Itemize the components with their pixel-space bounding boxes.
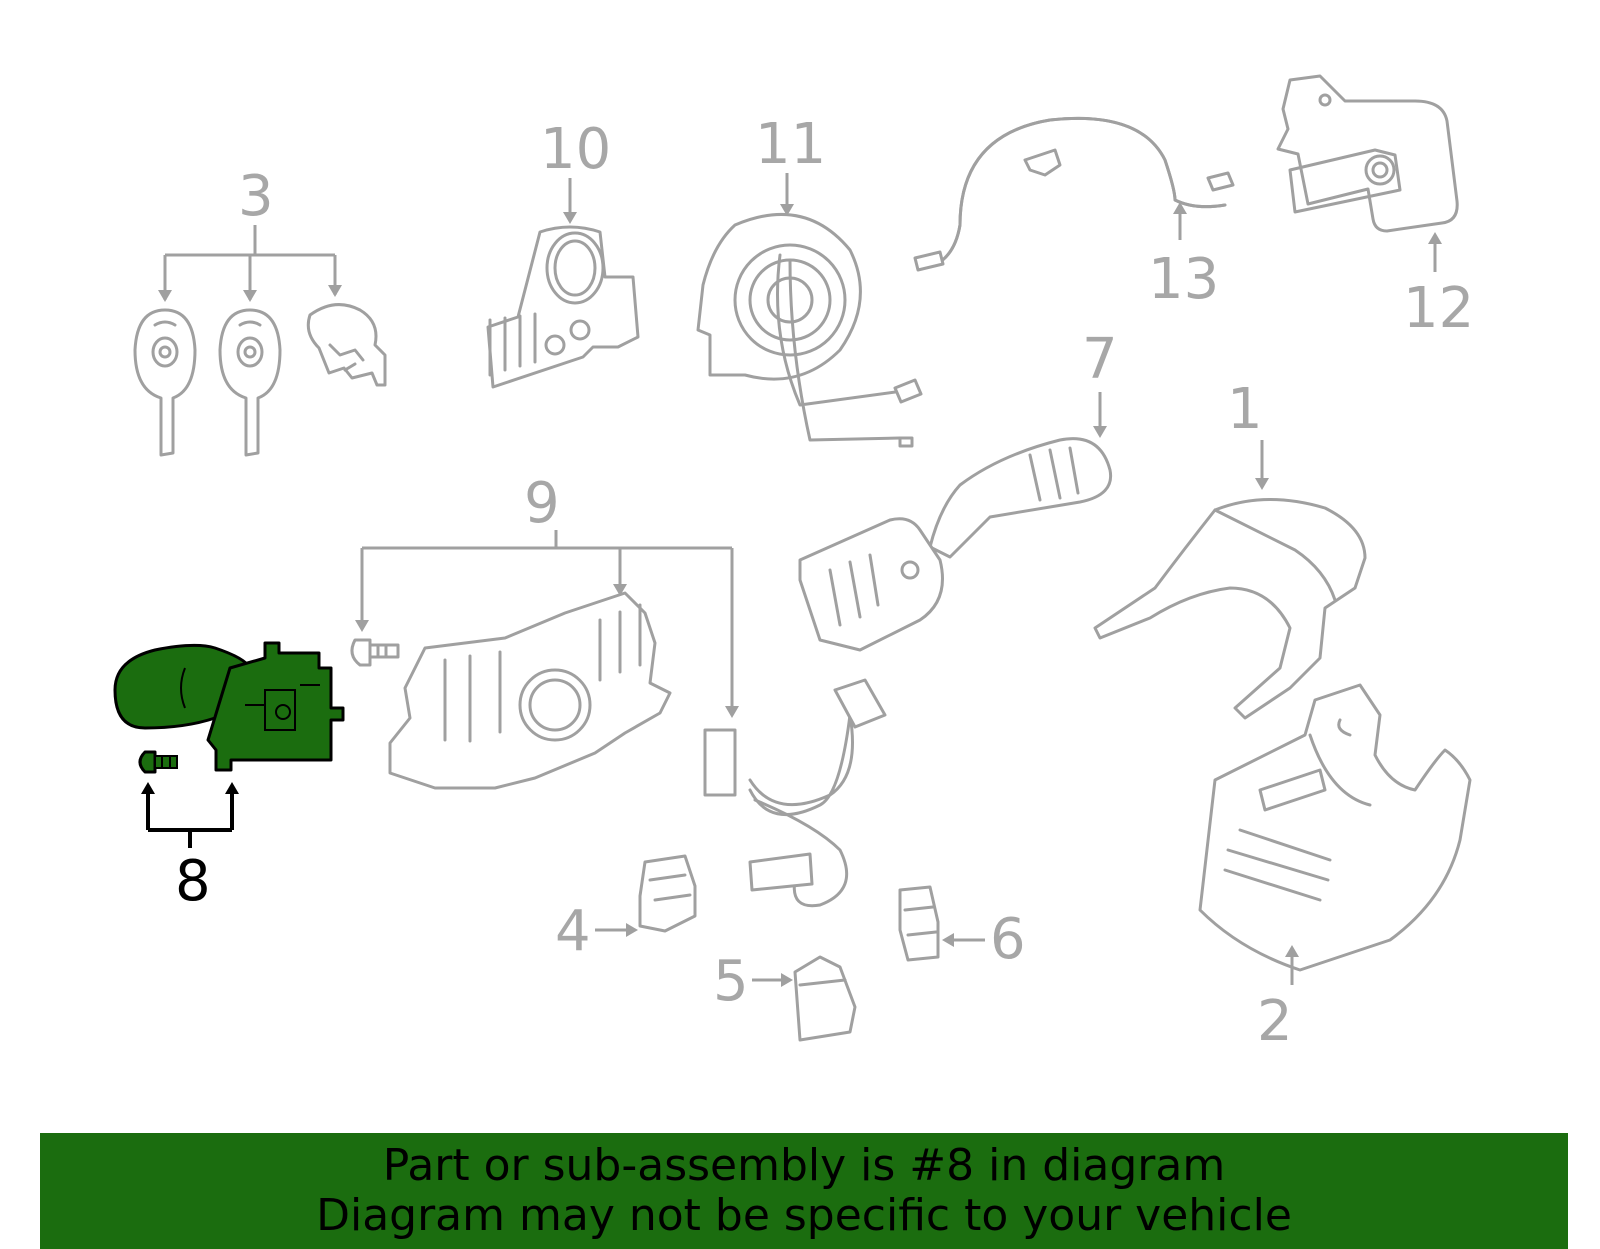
part-12-bracket[interactable]: 12	[1276, 74, 1474, 341]
banner-line-1: Part or sub-assembly is #8 in diagram	[382, 1140, 1226, 1191]
info-banner: Part or sub-assembly is #8 in diagram Di…	[40, 1133, 1568, 1249]
part-4-switch[interactable]: 4	[555, 854, 697, 964]
part-5-switch[interactable]: 5	[713, 949, 857, 1042]
part-10-sensor[interactable]: 10	[486, 117, 640, 389]
callout-12[interactable]: 12	[1403, 276, 1474, 341]
banner-line-2: Diagram may not be specific to your vehi…	[316, 1190, 1292, 1241]
part-1-upper-cover[interactable]: 1	[1093, 377, 1367, 720]
callout-3[interactable]: 3	[238, 164, 274, 229]
callout-7[interactable]: 7	[1082, 327, 1118, 392]
callout-5[interactable]: 5	[713, 949, 749, 1014]
part-8-turn-signal-switch[interactable]: 8	[113, 641, 345, 914]
callout-4[interactable]: 4	[555, 899, 591, 964]
callout-1[interactable]: 1	[1227, 377, 1263, 442]
part-2-lower-cover[interactable]: 2	[1198, 683, 1472, 1054]
callout-13[interactable]: 13	[1148, 247, 1219, 312]
part-7-wiper-switch[interactable]: 7	[798, 327, 1118, 652]
part-9-switch-body[interactable]: 9	[350, 471, 887, 908]
callout-11[interactable]: 11	[755, 112, 826, 177]
part-6-switch[interactable]: 6	[898, 885, 1026, 972]
part-13-harness[interactable]: 13	[913, 116, 1235, 312]
callout-6[interactable]: 6	[990, 907, 1026, 972]
callout-8[interactable]: 8	[175, 849, 211, 914]
callout-9[interactable]: 9	[524, 471, 560, 536]
callout-2[interactable]: 2	[1257, 989, 1293, 1054]
callout-10[interactable]: 10	[540, 117, 611, 182]
part-11-clock-spring[interactable]: 11	[696, 112, 923, 448]
part-3-key-set[interactable]: 3	[133, 164, 387, 457]
parts-diagram: 3 10 11 13	[113, 74, 1474, 1054]
